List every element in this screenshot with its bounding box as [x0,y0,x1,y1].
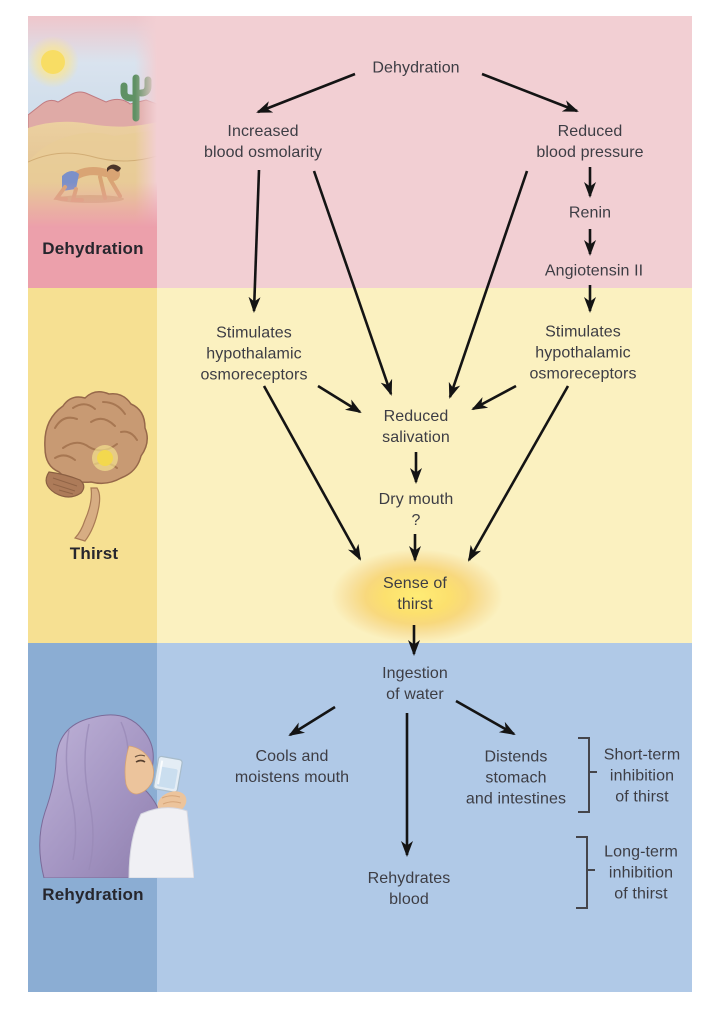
node-cools: Cools and moistens mouth [234,748,350,786]
face [124,745,154,795]
annotation-short-term: Short-term inhibition of thirst [603,746,681,806]
node-ingestion: Ingestion of water [382,665,448,703]
node-stimulates-left: Stimulates hypothalamic osmoreceptors [200,324,308,384]
eye-icon [135,759,146,763]
sense-of-thirst-glow [331,549,503,643]
node-angiotensin: Angiotensin II [544,262,644,280]
desert-right-fade [135,16,157,228]
hypothalamus-icon [97,450,113,466]
brain-illustration [44,391,148,542]
water-glass-icon [153,755,183,793]
desert-bottom-fade [28,182,157,228]
node-reduced-bp: Reduced blood pressure [536,123,644,161]
node-sense-of-thirst: Sense of thirst [383,575,447,613]
node-rehydrates: Rehydrates blood [367,870,451,908]
node-distends: Distends stomach and intestines [465,748,567,808]
sleeve [128,807,194,878]
thirst-band-label: Thirst [69,544,119,563]
node-reduced-salivation: Reduced salivation [382,408,450,446]
sun-icon [41,50,65,74]
rehydration-band-label: Rehydration [42,885,144,904]
node-dehydration: Dehydration [372,59,460,77]
brainstem [73,487,101,542]
node-renin: Renin [568,204,612,222]
annotation-long-term: Long-term inhibition of thirst [604,843,678,903]
dehydration-band-label: Dehydration [42,239,144,258]
fingers [161,795,182,805]
node-stimulates-right: Stimulates hypothalamic osmoreceptors [529,323,637,383]
eyebrow [134,754,146,758]
node-increased-osmolarity: Increased blood osmolarity [203,123,323,161]
cerebrum [44,391,148,485]
drinking-woman-illustration [39,714,194,878]
desert-illustration [28,16,157,228]
cerebellum-stripes [52,477,78,495]
node-dry-mouth: Dry mouth ? [378,491,454,529]
